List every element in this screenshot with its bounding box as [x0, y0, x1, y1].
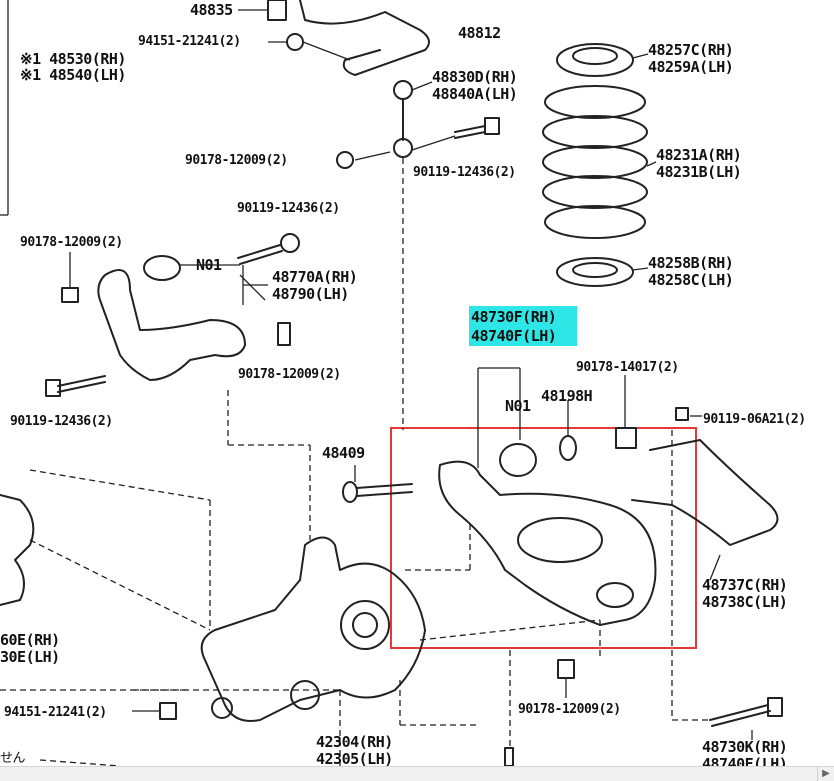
upper-control-arm — [97, 255, 291, 381]
horizontal-scrollbar[interactable]: ▶ — [0, 766, 834, 781]
label-48530: ※1 48530(RH) — [20, 50, 126, 68]
lower-control-arm — [438, 460, 657, 626]
label-48257c: 48257C(RH) — [648, 41, 733, 59]
link-bolt — [336, 117, 500, 169]
rear-knuckle — [200, 536, 426, 722]
stabilizer-link — [393, 80, 433, 158]
label-90178-mid: 90178-12009(2) — [238, 367, 341, 382]
camber-bolt — [342, 465, 413, 503]
label-sen: せん — [0, 751, 26, 766]
label-90119-link: 90119-12436(2) — [413, 165, 516, 180]
part-labels: 48835 48812 94151-21241(2) ※1 48530(RH) … — [0, 1, 806, 773]
label-94151-top: 94151-21241(2) — [138, 34, 241, 49]
lower-arm-cover — [631, 407, 779, 581]
label-48231b: 48231B(LH) — [656, 163, 741, 181]
label-48770a: 48770A(RH) — [272, 268, 357, 286]
coil-spring — [542, 85, 657, 239]
label-90178-top: 90178-12009(2) — [185, 153, 288, 168]
label-48738c: 48738C(LH) — [702, 593, 787, 611]
scroll-right-arrow-icon[interactable]: ▶ — [817, 767, 834, 781]
label-48231a: 48231A(RH) — [656, 146, 741, 164]
label-48409: 48409 — [322, 444, 365, 462]
left-partial-part — [0, 494, 35, 606]
label-90119-06a21: 90119-06A21(2) — [703, 412, 806, 427]
label-42304: 42304(RH) — [316, 733, 393, 751]
label-48730f: 48730F(RH) — [471, 308, 556, 326]
label-48198h: 48198H — [541, 387, 593, 405]
label-48258c: 48258C(LH) — [648, 271, 733, 289]
label-48840a: 48840A(LH) — [432, 85, 517, 103]
upper-arm-fasteners — [45, 233, 300, 397]
label-48835: 48835 — [190, 1, 233, 19]
label-48737c: 48737C(RH) — [702, 576, 787, 594]
stabilizer-bar — [238, 0, 430, 76]
label-94151-bottom: 94151-21241(2) — [4, 705, 107, 720]
label-48259a: 48259A(LH) — [648, 58, 733, 76]
label-60e-rh: 60E(RH) — [0, 631, 60, 649]
spring-upper-seat — [556, 43, 649, 77]
label-90119-lower: 90119-12436(2) — [10, 414, 113, 429]
label-48790: 48790(LH) — [272, 285, 349, 303]
spring-lower-seat — [556, 257, 649, 287]
nut-94151-top — [268, 33, 351, 61]
label-48258b: 48258B(RH) — [648, 254, 733, 272]
lower-arm-hardware — [477, 367, 637, 477]
guide-lines — [0, 158, 710, 767]
label-90119-arm: 90119-12436(2) — [237, 201, 340, 216]
label-48740f: 48740F(LH) — [471, 327, 556, 345]
label-90178-left: 90178-12009(2) — [20, 235, 123, 250]
group-bracket — [0, 0, 9, 216]
label-48830d: 48830D(RH) — [432, 68, 517, 86]
label-90178-bottom: 90178-12009(2) — [518, 702, 621, 717]
label-n01-upper: N01 — [196, 256, 222, 274]
label-30e-lh: 30E(LH) — [0, 648, 60, 666]
label-90178-14017: 90178-14017(2) — [576, 360, 679, 375]
highlight-48730f — [469, 306, 577, 346]
label-48540: ※1 48540(LH) — [20, 66, 126, 84]
selection-box — [390, 427, 697, 649]
label-42305: 42305(LH) — [316, 750, 393, 768]
label-n01-lower: N01 — [505, 397, 531, 415]
label-48730k: 48730K(RH) — [702, 738, 787, 756]
label-48812: 48812 — [458, 24, 501, 42]
